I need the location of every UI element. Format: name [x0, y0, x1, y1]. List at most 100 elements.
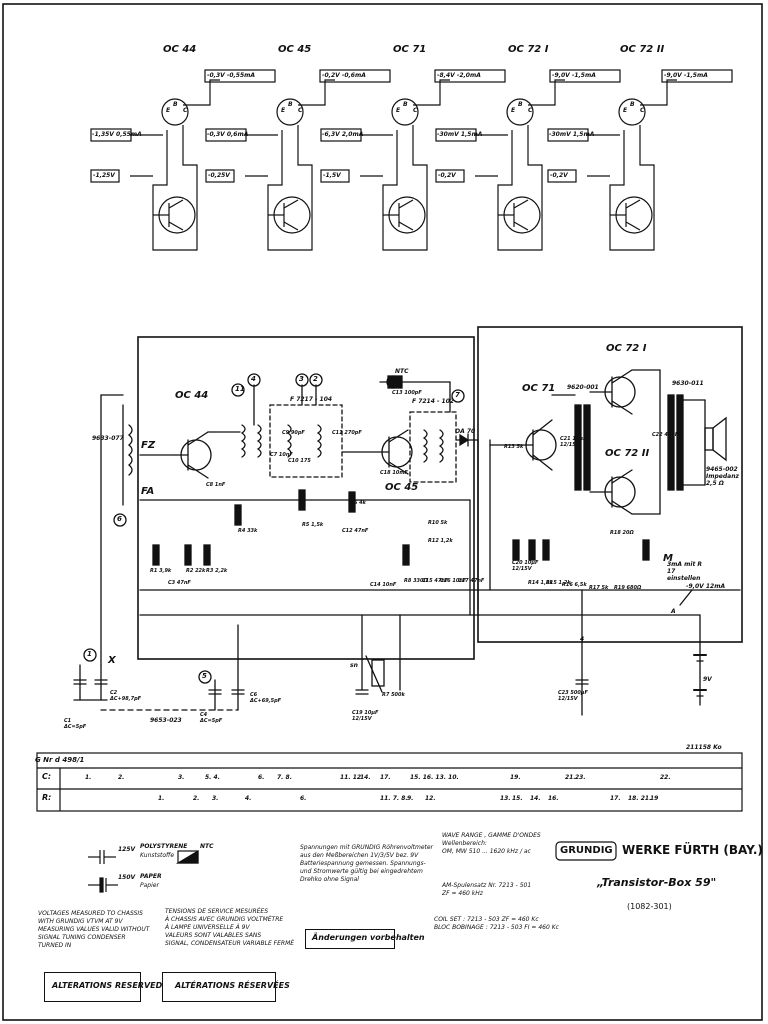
component-label: C23 500μF 12/15V — [558, 690, 588, 702]
table-cell: 6. — [258, 774, 265, 781]
schematic-label-sec: 4 — [580, 636, 585, 643]
component-label: C22 47nF — [652, 432, 679, 438]
ref-number: 4 — [251, 375, 256, 383]
component-label: C1 ΔC=5pF — [64, 718, 87, 730]
table-cell: 19. — [510, 774, 521, 781]
table-cell: 11. 12. — [340, 774, 364, 781]
table-row-label: C: — [42, 772, 52, 781]
schematic-label-oc45: OC 45 — [385, 482, 419, 493]
component-label: C13 100pF — [392, 390, 422, 396]
pinout-base-reading: -1,5V — [323, 172, 341, 179]
table-title: G Nr d 498/1 — [35, 756, 85, 764]
schematic-label-fa: FA — [141, 486, 155, 497]
pinout-collector-reading: -9,0V -1,5mA — [552, 72, 596, 79]
table-cell: 14. — [530, 795, 541, 802]
maker-name: WERKE FÜRTH (BAY.) — [622, 843, 763, 857]
schematic-label-m: M — [663, 553, 673, 564]
resistor-symbol — [203, 544, 211, 566]
component-label: C6 ΔC+69,5pF — [250, 692, 282, 704]
resistor-symbol — [528, 539, 536, 561]
ref-number: 2 — [313, 375, 318, 383]
ref-circle — [309, 373, 323, 387]
pinout-base-reading: -1,25V — [93, 172, 115, 179]
pinout-type-label: OC 44 — [163, 44, 197, 55]
pin-label-b: B — [173, 101, 178, 108]
pin-label-c: C — [183, 107, 188, 114]
pin-label-b: B — [630, 101, 635, 108]
table-cell: 18. 21. — [628, 795, 652, 802]
component-label: R2 22k — [186, 568, 206, 574]
pin-label-e: E — [396, 107, 401, 114]
table-cell: 19 — [650, 795, 659, 802]
coil-set: COIL SET : 7213 - 503 ZF = 460 Kc BLOC B… — [434, 916, 559, 931]
component-label: R14 1,8k — [528, 580, 553, 586]
table-cell: 17. — [380, 774, 391, 781]
schematic-label-mod: 3mA mit R 17 einstellen — [667, 561, 703, 582]
table-cell: 22. — [660, 774, 671, 781]
ref-number: 6 — [117, 515, 122, 523]
component-label: C3 47nF — [168, 580, 191, 586]
table-cell: 16. — [548, 795, 559, 802]
table-cell: 21. — [565, 774, 576, 781]
table-cell: 4. — [245, 795, 252, 802]
component-label: C15 47nF — [422, 578, 449, 584]
component-label: C12 47nF — [342, 528, 369, 534]
alterations-reserved-fr: ALTÉRATIONS RÉSERVÉES — [175, 981, 290, 990]
resistor-symbol — [402, 544, 410, 566]
ref-number: 7 — [455, 391, 460, 399]
component-label: R12 1,2k — [428, 538, 453, 544]
component-label: C14 10nF — [370, 582, 397, 588]
pinout-emitter-reading: -1,35V 0,55mA — [92, 131, 142, 138]
pin-label-c: C — [298, 107, 303, 114]
alterations-reserved-fr-box: ALTÉRATIONS RÉSERVÉES — [162, 972, 290, 1002]
component-label: R5 1,5k — [302, 522, 324, 528]
component-label: C10 175 — [288, 458, 311, 464]
table-cell: 9. — [407, 795, 414, 802]
ref-number: 5 — [202, 672, 207, 680]
ref-circle — [295, 373, 309, 387]
ref-circle — [198, 670, 212, 684]
pin-label-e: E — [166, 107, 171, 114]
note-english: VOLTAGES MEASURED TO CHASSIS WITH GRUNDI… — [38, 910, 150, 949]
pin-label-c: C — [413, 107, 418, 114]
schematic-label-lead: 9653-023 — [150, 717, 182, 724]
pinout-collector-reading: -9,0V -1,5mA — [664, 72, 708, 79]
resistor-symbol — [152, 544, 160, 566]
schematic-label-oc71: OC 71 — [522, 383, 556, 394]
pinout-collector-reading: -0,2V -0,6mA — [322, 72, 366, 79]
schematic-label-oa70: OA 70 — [455, 428, 476, 435]
pinout-emitter-reading: -0,3V 0,6mA — [207, 131, 249, 138]
ref-number: 1 — [87, 650, 92, 658]
changes-reserved-text: Änderungen vorbehalten — [312, 933, 425, 942]
component-label: R10 5k — [428, 520, 448, 526]
ref-number: 3 — [299, 375, 304, 383]
papier-label: Papier — [140, 882, 159, 889]
ref-number: 11 — [235, 385, 245, 393]
table-cell: 15. 16. 13. 10. — [410, 774, 459, 781]
component-label: C8 1nF — [206, 482, 226, 488]
component-label: C2 ΔC+98,7pF — [110, 690, 142, 702]
table-cell: 6. — [300, 795, 307, 802]
pin-label-c: C — [640, 107, 645, 114]
ref-circle — [231, 383, 245, 397]
schematic-label-ntc: NTC — [395, 368, 409, 375]
changes-reserved-box: Änderungen vorbehalten — [305, 929, 425, 949]
resistor-symbol — [542, 539, 550, 561]
ref-circle — [247, 373, 261, 387]
if-frequency: AM-Spulensatz Nr. 7213 - 501 ZF = 460 kH… — [442, 882, 532, 897]
pinout-emitter-reading: -6,3V 2,0mA — [322, 131, 364, 138]
schematic-label-tr1: 9620-001 — [567, 384, 599, 391]
component-label: R4 33k — [238, 528, 258, 534]
pinout-base-reading: -0,25V — [208, 172, 230, 179]
table-cell: 13. — [500, 795, 511, 802]
table-cell: 5. 4. — [205, 774, 220, 781]
drawing-code: 211158 Ko — [686, 744, 722, 751]
table-cell: 3. — [212, 795, 219, 802]
pinout-type-label: OC 72 I — [508, 44, 549, 55]
pin-label-e: E — [511, 107, 516, 114]
resistor-symbol — [234, 504, 242, 526]
component-label: C17 47nF — [458, 578, 485, 584]
alterations-reserved-box: ALTERATIONS RESERVED — [44, 972, 162, 1002]
model-name: „Transistor-Box 59" — [597, 876, 717, 889]
